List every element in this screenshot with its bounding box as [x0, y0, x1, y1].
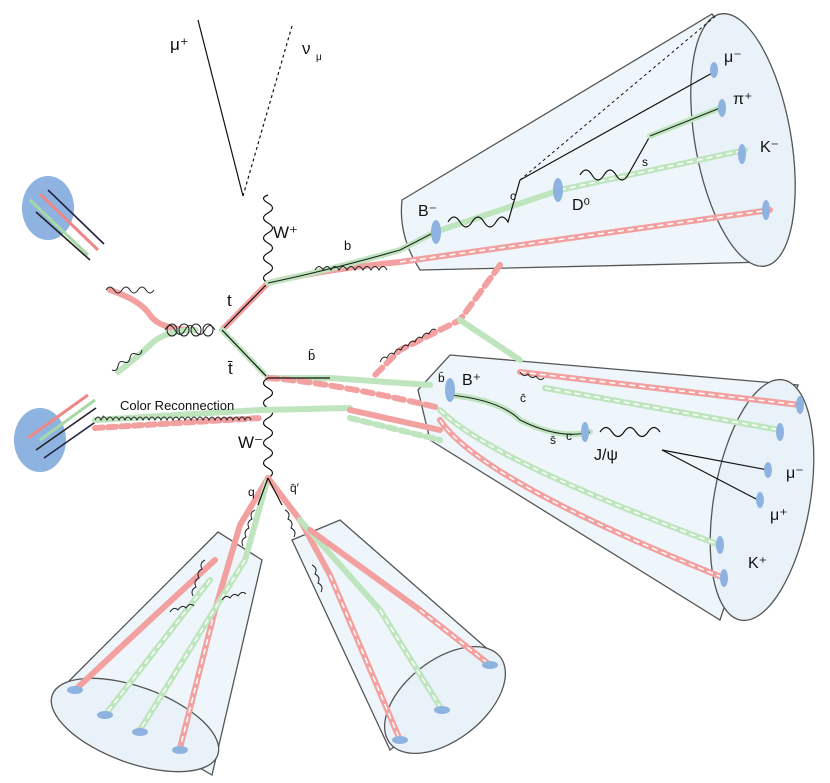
label-k-minus: K⁻ [760, 139, 779, 156]
label-k-plus: K⁺ [748, 555, 767, 572]
label-cbar: c̄ [520, 391, 526, 405]
label-sbar: s̄ [550, 433, 556, 447]
string-link [372, 262, 523, 378]
label-w-minus: W⁻ [238, 433, 263, 452]
label-q: q [248, 485, 255, 499]
top-quark-line [219, 280, 271, 381]
bottom-right-jet-cone [291, 519, 507, 755]
b-plus-jet-tracks [347, 369, 804, 587]
label-mu-minus-jet: μ⁻ [724, 49, 742, 66]
label-color-reconnection: Color Reconnection [120, 398, 234, 413]
label-bbar: b̄ [308, 348, 315, 363]
w-plus-branch [197, 19, 293, 284]
label-mu-minus-2: μ⁻ [786, 465, 804, 482]
label-qbar-prime: q̄′ [290, 481, 300, 495]
incoming-gluons [105, 286, 216, 375]
label-mu-plus-top: μ⁺ [170, 35, 189, 54]
labels: μ⁺ ν μ W⁺ t t̄ W⁻ b b̄ Color Reconnectio… [120, 35, 804, 572]
label-d0: D⁰ [572, 197, 590, 214]
label-c-second: c [566, 429, 572, 443]
color-reconnection-line [92, 405, 353, 431]
proton-bottom-left [14, 393, 105, 472]
proton-top-left [22, 176, 105, 261]
label-top: t [227, 291, 232, 310]
top-jet-cone [400, 13, 796, 271]
label-pi-plus: π⁺ [733, 91, 752, 108]
label-b-minus-meson: B⁻ [418, 203, 437, 220]
antitop-branch [262, 375, 443, 479]
label-w-plus: W⁺ [273, 223, 298, 242]
label-mu-plus-2: μ⁺ [770, 507, 788, 524]
label-nu-mu-subscript: μ [316, 52, 322, 63]
label-bbar-inner: b̄ [438, 371, 445, 385]
w-minus-decay [67, 475, 498, 754]
label-c: c [510, 189, 516, 203]
label-s: s [642, 155, 648, 169]
label-b: b [344, 238, 351, 253]
label-b-plus-meson: B⁺ [462, 372, 481, 389]
proton-blob [22, 176, 74, 240]
label-jpsi: J/ψ [594, 447, 618, 464]
right-jet-cone [417, 354, 815, 622]
label-nu-mu: ν [302, 39, 311, 58]
b-quark-to-B-minus [265, 13, 773, 286]
label-antitop: t̄ [227, 359, 233, 378]
